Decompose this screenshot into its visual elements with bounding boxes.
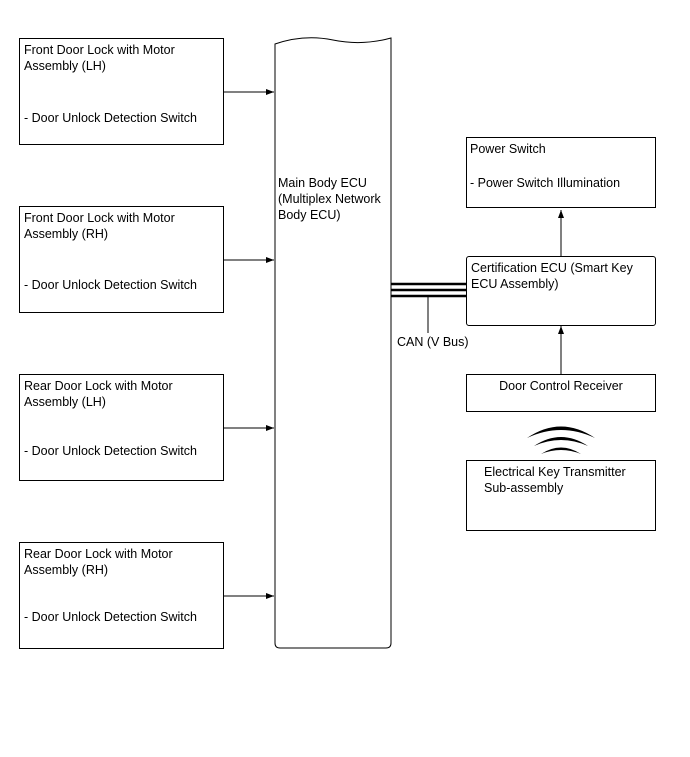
electrical-key-transmitter-box: Electrical Key Transmitter Sub-assembly <box>466 460 656 531</box>
main-body-ecu-shape <box>274 37 392 649</box>
front-door-lock-lh-title: Front Door Lock with Motor Assembly (LH) <box>24 43 175 73</box>
main-body-ecu-label: Main Body ECU (Multiplex Network Body EC… <box>278 176 381 222</box>
front-door-lock-rh-title: Front Door Lock with Motor Assembly (RH) <box>24 211 175 241</box>
front-door-lock-rh-box: Front Door Lock with Motor Assembly (RH)… <box>19 206 224 313</box>
front-door-lock-rh-sub: - Door Unlock Detection Switch <box>24 278 197 292</box>
front-door-lock-lh-sub: - Door Unlock Detection Switch <box>24 111 197 125</box>
rear-door-lock-rh-box: Rear Door Lock with Motor Assembly (RH) … <box>19 542 224 649</box>
electrical-key-transmitter-title: Electrical Key Transmitter Sub-assembly <box>484 465 626 495</box>
certification-ecu-box: Certification ECU (Smart Key ECU Assembl… <box>466 256 656 326</box>
power-switch-sub: - Power Switch Illumination <box>470 176 621 190</box>
rear-door-lock-rh-sub: - Door Unlock Detection Switch <box>24 610 197 624</box>
door-control-receiver-box: Door Control Receiver <box>466 374 656 412</box>
rear-door-lock-rh-title: Rear Door Lock with Motor Assembly (RH) <box>24 547 173 577</box>
rear-door-lock-lh-title: Rear Door Lock with Motor Assembly (LH) <box>24 379 173 409</box>
wireless-signal-icon <box>527 426 595 454</box>
can-bus-label: CAN (V Bus) <box>397 335 469 349</box>
certification-ecu-title: Certification ECU (Smart Key ECU Assembl… <box>471 261 633 291</box>
power-switch-title: Power Switch <box>470 142 546 156</box>
door-control-receiver-title: Door Control Receiver <box>499 379 623 393</box>
power-switch-box: Power Switch - Power Switch Illumination <box>466 137 656 208</box>
can-bus-lines <box>391 282 467 333</box>
rear-door-lock-lh-box: Rear Door Lock with Motor Assembly (LH) … <box>19 374 224 481</box>
rear-door-lock-lh-sub: - Door Unlock Detection Switch <box>24 444 197 458</box>
front-door-lock-lh-box: Front Door Lock with Motor Assembly (LH)… <box>19 38 224 145</box>
